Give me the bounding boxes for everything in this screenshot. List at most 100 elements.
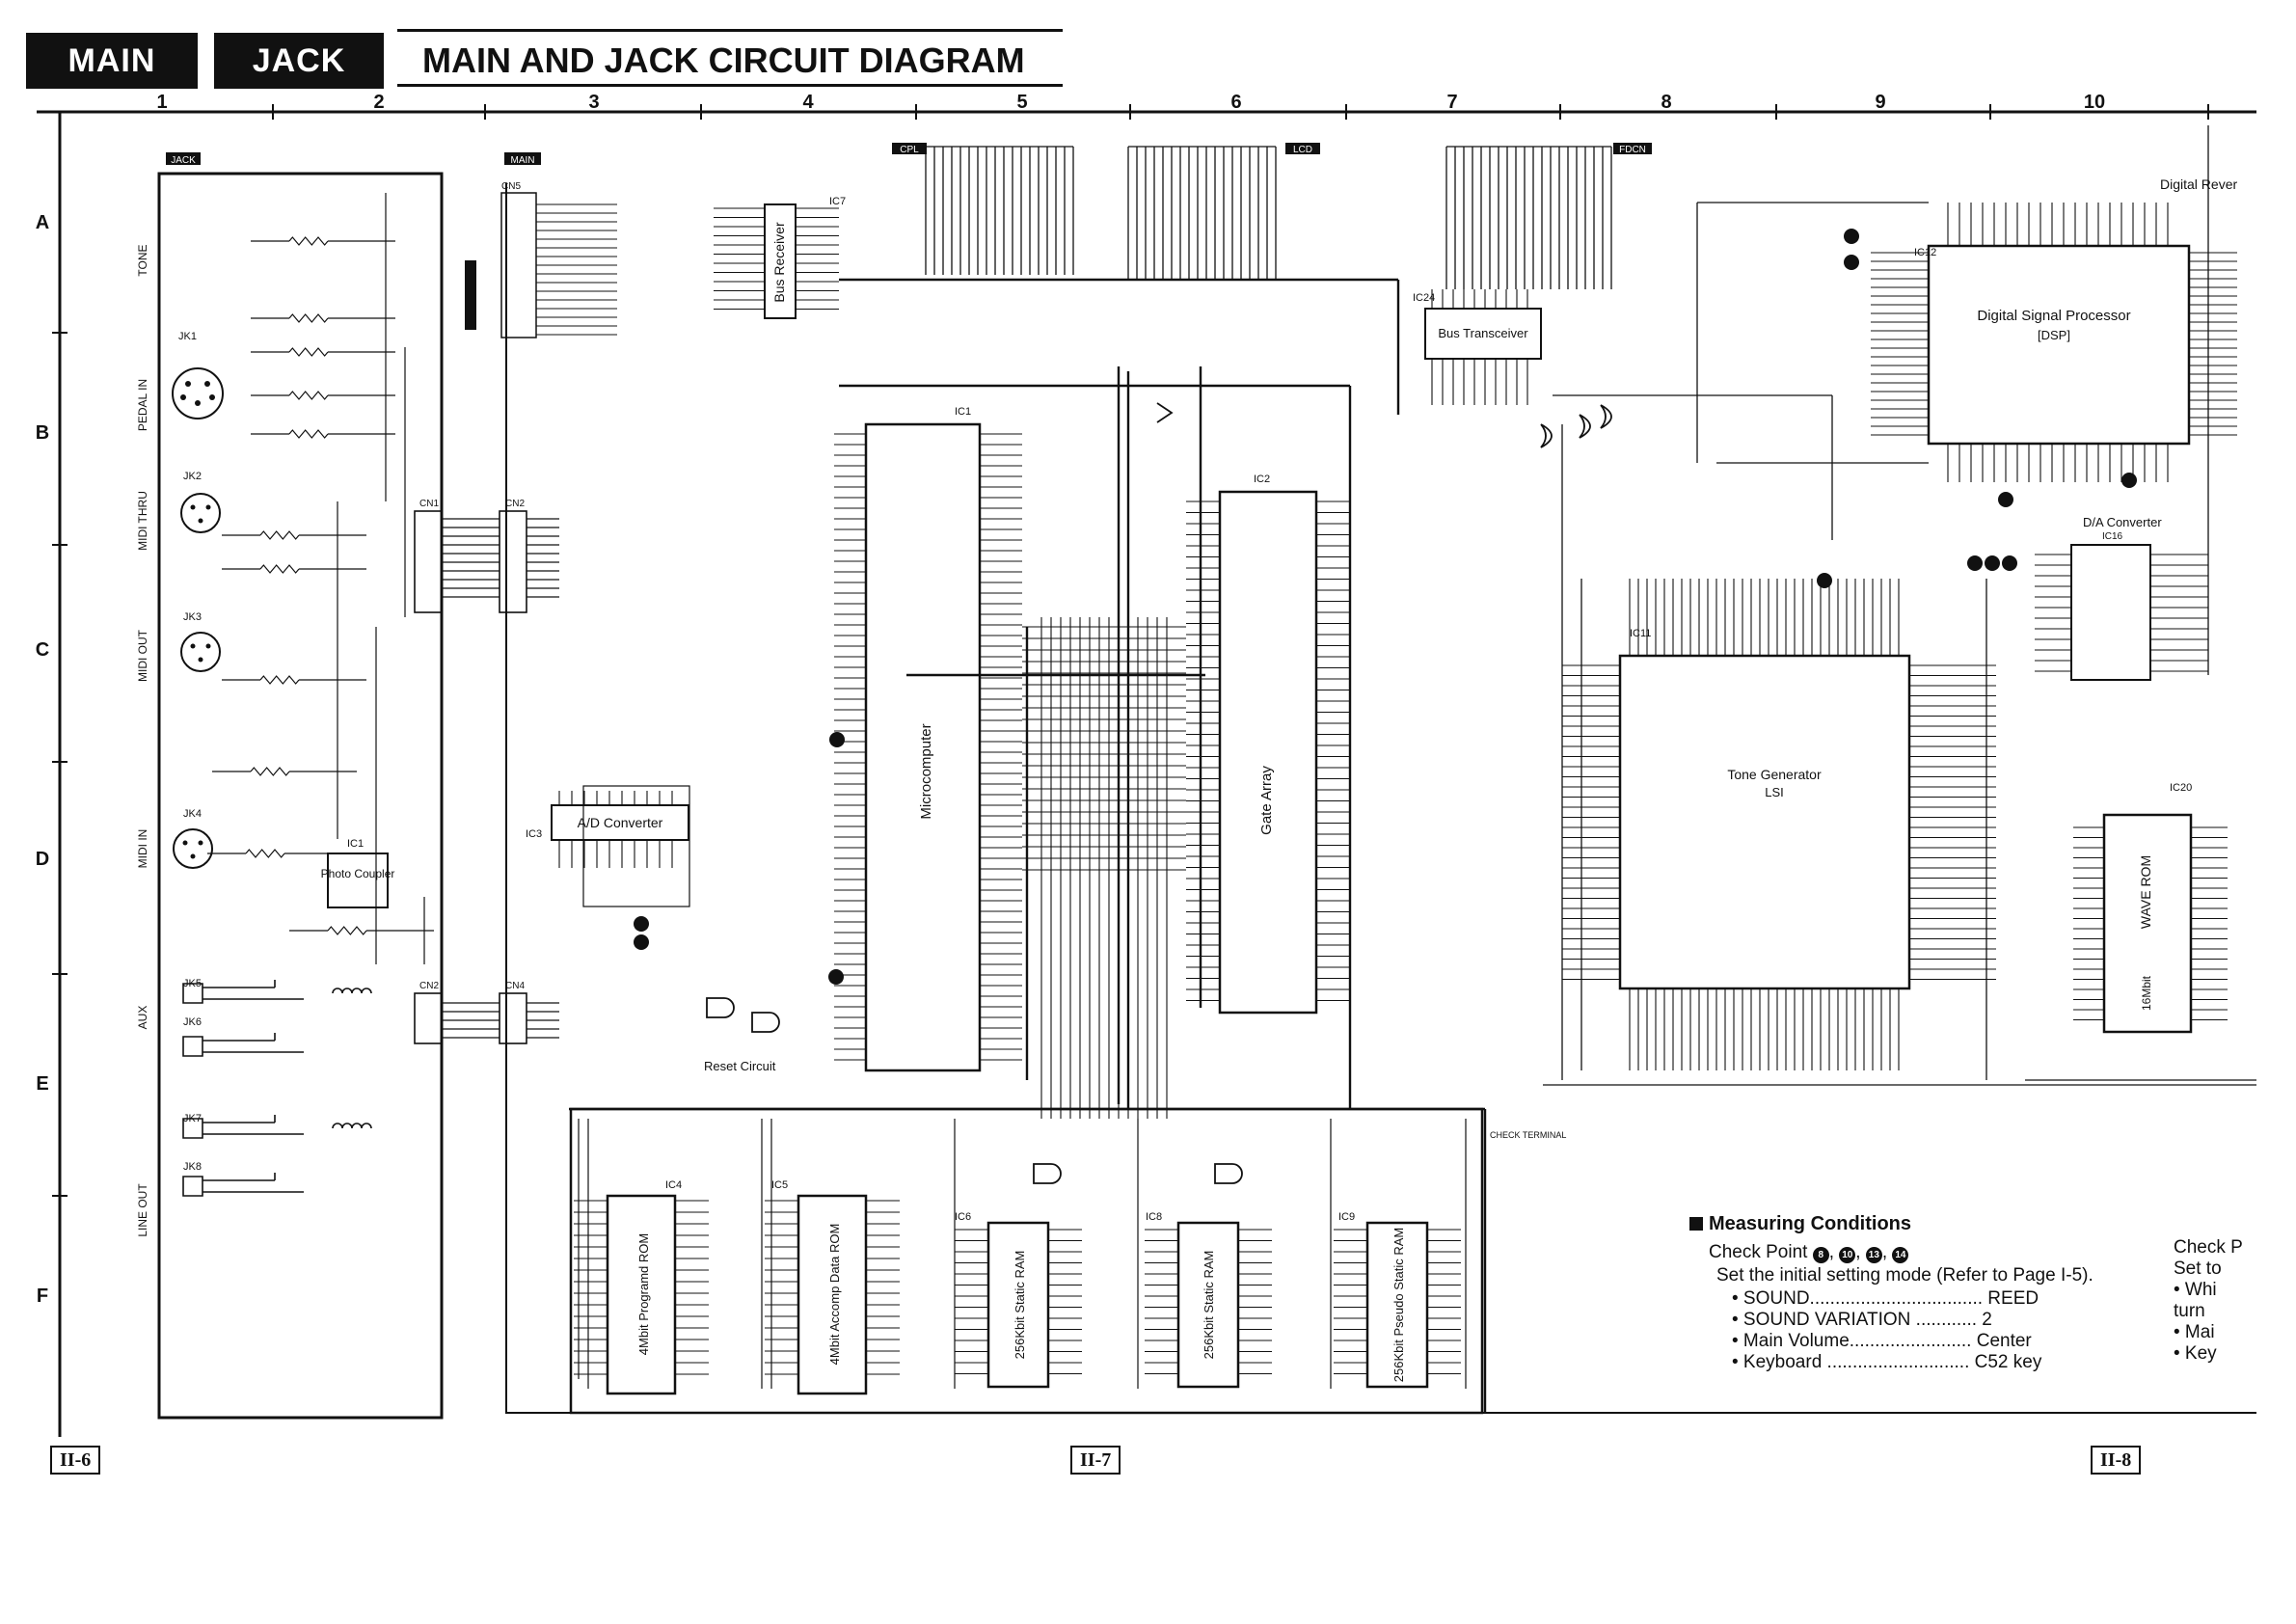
bus-transceiver-label: Bus Transceiver bbox=[1438, 326, 1528, 340]
row-label: E bbox=[36, 1073, 48, 1095]
reset-circuit-label: Reset Circuit bbox=[704, 1059, 776, 1073]
column-label: 10 bbox=[2084, 92, 2105, 113]
measuring-item-cut: • Whi bbox=[2174, 1280, 2217, 1300]
tab-jack: JACK bbox=[214, 33, 384, 89]
ad-converter-box bbox=[551, 804, 689, 841]
program-rom-box bbox=[606, 1194, 677, 1395]
jack-section-label: JACK bbox=[171, 155, 196, 166]
measuring-item-cut: • Mai bbox=[2174, 1322, 2215, 1342]
jk8-label: JK8 bbox=[183, 1161, 202, 1173]
measuring-item-cut: Set to bbox=[2174, 1259, 2222, 1279]
measuring-item: • SOUND.................................… bbox=[1732, 1288, 2039, 1309]
ad-converter-label: A/D Converter bbox=[578, 815, 663, 830]
column-label: 2 bbox=[373, 92, 384, 113]
page-title: MAIN AND JACK CIRCUIT DIAGRAM bbox=[397, 29, 1063, 87]
square-bullet-icon bbox=[1689, 1217, 1703, 1231]
ic2-label: IC2 bbox=[1254, 474, 1270, 485]
reverb-label: Digital Rever bbox=[2160, 176, 2237, 192]
measuring-instruction: Set the initial setting mode (Refer to P… bbox=[1716, 1265, 2093, 1286]
photo-coupler-box bbox=[327, 853, 389, 908]
midi-thru-label: MIDI THRU bbox=[136, 491, 149, 551]
page-number-right: II-8 bbox=[2091, 1446, 2142, 1475]
gate-array-box bbox=[1218, 490, 1318, 1015]
jk1-label: JK1 bbox=[178, 331, 197, 342]
tone-label: TONE bbox=[136, 244, 149, 276]
pedal-in-label: PEDAL IN bbox=[136, 379, 149, 431]
bus-receiver-box bbox=[764, 203, 797, 319]
check-point-list: 8, 10, 13, 14 bbox=[1812, 1242, 1909, 1263]
row-label: C bbox=[36, 639, 49, 661]
ic8-label: IC8 bbox=[1146, 1211, 1162, 1223]
jk6-label: JK6 bbox=[183, 1016, 202, 1028]
jk2-label: JK2 bbox=[183, 471, 202, 482]
check-point-label: Check Point bbox=[1709, 1242, 1808, 1262]
ic20-label: IC20 bbox=[2170, 782, 2192, 794]
line-out-label: LINE OUT bbox=[136, 1183, 149, 1237]
measuring-items: • SOUND.................................… bbox=[1689, 1288, 2172, 1373]
sram2-box bbox=[1176, 1221, 1240, 1389]
tone-generator-sub: LSI bbox=[1765, 785, 1784, 799]
column-label: 7 bbox=[1446, 92, 1457, 113]
gate-array-label: Gate Array bbox=[1258, 766, 1275, 835]
bus-transceiver-box bbox=[1424, 308, 1542, 360]
sram1-box bbox=[986, 1221, 1050, 1389]
dsp-label: Digital Signal Processor bbox=[1977, 308, 2130, 324]
check-point-marker bbox=[2121, 473, 2137, 488]
column-label: 1 bbox=[156, 92, 167, 113]
wave-rom-box bbox=[2102, 813, 2193, 1034]
check-point-marker bbox=[1967, 555, 1983, 571]
check-point-marker bbox=[1985, 555, 2000, 571]
dsp-box bbox=[1927, 244, 2191, 446]
check-point-marker bbox=[829, 732, 845, 747]
cn2-label: CN2 bbox=[505, 499, 525, 509]
measuring-item-cut: • Key bbox=[2174, 1343, 2217, 1364]
photo-coupler-ic: IC1 bbox=[347, 838, 364, 850]
column-label: 4 bbox=[802, 92, 814, 113]
check-point-marker bbox=[634, 934, 649, 950]
measuring-item: • Main Volume........................ Ce… bbox=[1732, 1331, 2032, 1351]
column-label: 8 bbox=[1661, 92, 1671, 113]
fdcn-label: FDCN bbox=[1619, 145, 1646, 155]
page-number-center: II-7 bbox=[1070, 1446, 1121, 1475]
pseudo-sram-label: 256Kbit Pseudo Static RAM bbox=[1391, 1228, 1406, 1382]
check-point-marker bbox=[634, 916, 649, 932]
sram1-label: 256Kbit Static RAM bbox=[1013, 1251, 1027, 1360]
column-label: 5 bbox=[1016, 92, 1027, 113]
ic4-label: IC4 bbox=[665, 1179, 682, 1191]
sram2-label: 256Kbit Static RAM bbox=[1202, 1251, 1216, 1360]
jk4-label: JK4 bbox=[183, 808, 202, 820]
jk3-label: JK3 bbox=[183, 611, 202, 623]
photo-coupler-label: Photo Coupler bbox=[321, 867, 395, 880]
wave-rom-label: WAVE ROM bbox=[2138, 855, 2153, 929]
ic3-label: IC3 bbox=[526, 828, 542, 840]
microcomputer-label: Microcomputer bbox=[918, 723, 934, 819]
cn1-label: CN1 bbox=[419, 499, 439, 509]
measuring-item: • Keyboard ............................ … bbox=[1732, 1352, 2042, 1372]
row-label: F bbox=[37, 1286, 48, 1307]
aux-label: AUX bbox=[136, 1006, 149, 1030]
tone-generator-label: Tone Generator bbox=[1727, 767, 1822, 782]
column-label: 3 bbox=[588, 92, 599, 113]
wave-rom-size: 16Mbit bbox=[2140, 975, 2153, 1011]
ic6-label: IC6 bbox=[955, 1211, 971, 1223]
measuring-item-cut: turn bbox=[2174, 1301, 2205, 1321]
midi-in-label: MIDI IN bbox=[136, 829, 149, 869]
jack-board-outline bbox=[157, 172, 444, 1420]
cn4-label: CN4 bbox=[505, 981, 525, 991]
program-rom-label: 4Mbit Programd ROM bbox=[636, 1233, 651, 1355]
column-label: 9 bbox=[1875, 92, 1885, 113]
row-label: B bbox=[36, 422, 49, 444]
check-point-badge: 13 bbox=[1865, 1247, 1882, 1263]
accomp-rom-box bbox=[797, 1194, 868, 1395]
check-point-marker bbox=[1998, 492, 2013, 507]
ic16-label: IC16 bbox=[2102, 531, 2123, 542]
measuring-title: Measuring Conditions bbox=[1709, 1213, 1911, 1234]
cn2b-label: CN2 bbox=[419, 981, 439, 991]
ic7-label: IC7 bbox=[829, 196, 846, 207]
check-point-marker bbox=[2002, 555, 2017, 571]
check-point-badge: 8 bbox=[1812, 1247, 1829, 1263]
page-number-left: II-6 bbox=[50, 1446, 101, 1475]
ic24-label: IC24 bbox=[1413, 292, 1435, 304]
